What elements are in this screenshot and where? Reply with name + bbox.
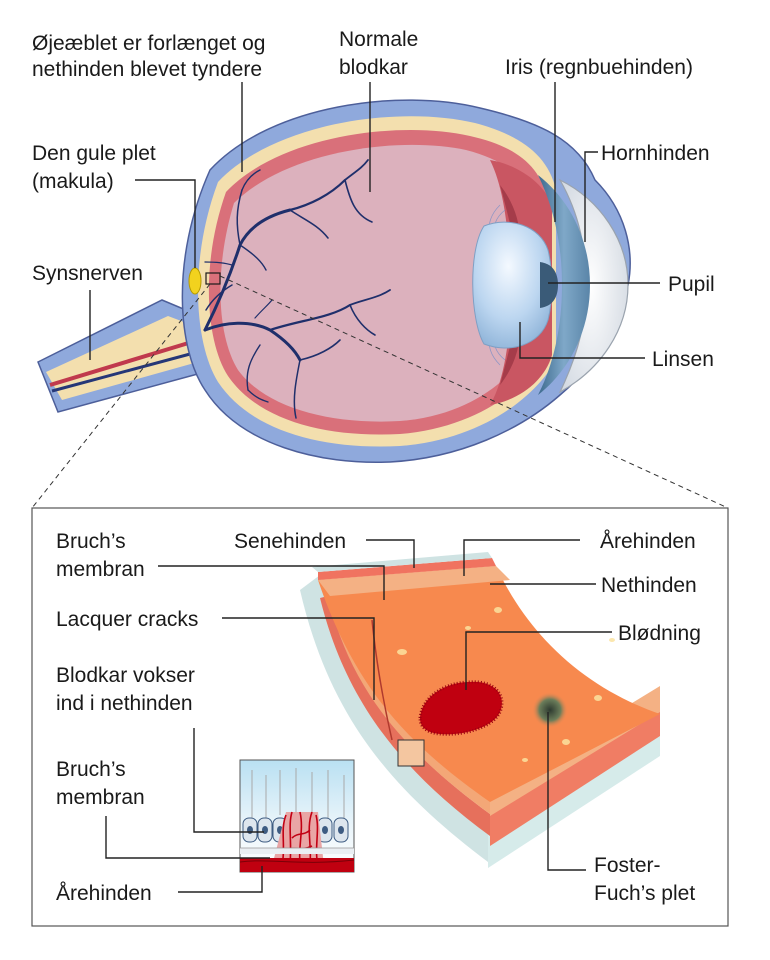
label-elongated-eye: Øjeæblet er forlænget og: [32, 32, 265, 55]
label-cornea: Hornhinden: [601, 142, 710, 165]
label-iris: Iris (regnbuehinden): [505, 56, 693, 79]
label-elongated-eye-2: nethinden blevet tyndere: [32, 58, 262, 81]
label-foster-fuchs-2: Fuch’s plet: [594, 882, 695, 905]
block-detail-marker: [397, 739, 425, 767]
label-optic-nerve: Synsnerven: [32, 262, 143, 285]
label-vessels-grow: Blodkar vokser: [56, 664, 195, 687]
detail-marker: [205, 272, 221, 285]
macula: [188, 267, 202, 295]
label-macula-2: (makula): [32, 170, 114, 193]
leader-lines: [89, 82, 660, 893]
eye-cross-section: [37, 99, 631, 464]
eye-labels: Øjeæblet er forlænget og nethinden bleve…: [32, 28, 715, 371]
label-bruch-membrane-top: Bruch’s: [56, 530, 126, 553]
microscopic-inset: [239, 759, 355, 873]
detail-labels: Bruch’s membran Senehinden Årehinden Net…: [56, 530, 701, 905]
vitreous-body: [220, 144, 532, 422]
label-bruch-membrane-top-2: membran: [56, 558, 145, 581]
label-lens: Linsen: [652, 348, 714, 371]
label-sclera: Senehinden: [234, 530, 346, 553]
label-pupil: Pupil: [668, 273, 715, 296]
iris: [538, 175, 590, 395]
retinal-blood-vessels: [203, 159, 391, 419]
label-vessels-grow-2: ind i nethinden: [56, 692, 193, 715]
label-retina: Nethinden: [601, 574, 697, 597]
label-lacquer-cracks: Lacquer cracks: [56, 608, 198, 631]
label-bruch-membrane-bottom: Bruch’s: [56, 758, 126, 781]
foster-fuchs-spot: [532, 692, 568, 728]
label-macula: Den gule plet: [32, 142, 156, 165]
label-choroid-top: Årehinden: [600, 530, 696, 553]
label-normal-vessels: Normale: [339, 28, 418, 51]
label-choroid-bottom: Årehinden: [56, 882, 152, 905]
label-normal-vessels-2: blodkar: [339, 56, 408, 79]
label-foster-fuchs: Foster-: [594, 854, 661, 877]
optic-nerve-core: [46, 316, 205, 400]
label-bruch-membrane-bottom-2: membran: [56, 786, 145, 809]
label-bleeding: Blødning: [618, 622, 701, 645]
bleeding-spot: [418, 680, 504, 736]
retina-tissue-block: [300, 552, 660, 868]
pupil: [540, 262, 558, 308]
lens: [472, 221, 553, 349]
